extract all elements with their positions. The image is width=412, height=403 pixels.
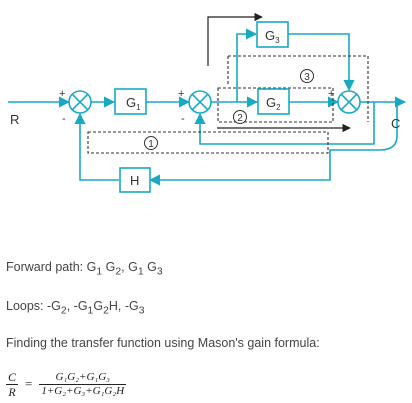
s3-plus-sign: + xyxy=(328,88,334,100)
transfer-function-formula: C R = G₁G₂+G₁G₃ 1+G₂+G₃+G₁G₂H xyxy=(6,366,127,402)
g2-label: G2 xyxy=(266,95,281,112)
forward-path-line: Forward path: G1 G2, G1 G3 xyxy=(6,260,163,278)
s1-plus-sign: + xyxy=(59,88,65,100)
loop-3-marker: 3 xyxy=(300,69,314,83)
h-feedback-in-wire xyxy=(148,102,398,186)
h-block xyxy=(119,167,151,193)
loop-3-boundary xyxy=(227,55,369,122)
g1-block xyxy=(114,88,147,115)
summing-junction-1 xyxy=(68,90,92,114)
loops-line: Loops: -G2, -G1G2H, -G3 xyxy=(6,299,145,317)
g2-feedback-wire xyxy=(194,102,375,145)
loop-2-boundary xyxy=(217,87,334,123)
h-label: H xyxy=(130,173,139,188)
g3-branch-wire xyxy=(236,28,258,102)
svg-text:1: 1 xyxy=(148,139,154,150)
equals-sign: = xyxy=(25,376,33,391)
g3-label: G3 xyxy=(265,28,280,45)
summing-junction-3 xyxy=(337,90,361,114)
lhs-fraction: C R xyxy=(6,369,18,399)
loop-2-marker: 2 xyxy=(233,110,247,124)
g2-block xyxy=(257,88,290,115)
block-diagram: G1 G2 G3 H + - + - + R C 1 2 3 xyxy=(8,12,407,193)
g3-to-s3-wire xyxy=(288,33,355,92)
s2-minus-sign: - xyxy=(181,113,185,125)
g1-label: G1 xyxy=(126,95,141,112)
summing-junction-2 xyxy=(188,90,212,114)
svg-text:2: 2 xyxy=(237,113,243,124)
s1-minus-sign: - xyxy=(62,113,66,125)
loop-1-boundary xyxy=(87,131,329,154)
s2-plus-sign: + xyxy=(178,88,184,100)
rhs-fraction: G₁G₂+G₁G₃ 1+G₂+G₃+G₁G₂H xyxy=(39,370,127,397)
output-label: C xyxy=(391,116,400,131)
loop-1-marker: 1 xyxy=(144,136,158,150)
svg-text:3: 3 xyxy=(304,72,310,83)
g3-block xyxy=(256,21,289,48)
forward-path-arrow-1 xyxy=(207,12,263,66)
h-feedback-out-wire xyxy=(74,112,119,181)
input-label: R xyxy=(10,112,19,127)
mason-formula-intro: Finding the transfer function using Maso… xyxy=(6,336,320,350)
